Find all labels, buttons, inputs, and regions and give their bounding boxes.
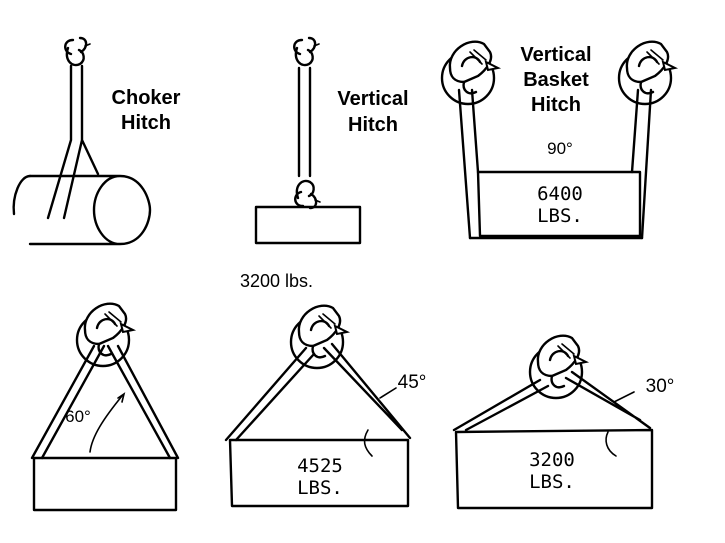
forty-five-degree-basket-diagram: 45° 4525 LBS. <box>224 304 427 508</box>
hook-icon <box>528 334 588 400</box>
fortyfive-load-line2: LBS. <box>297 477 343 499</box>
sling-right <box>630 88 653 240</box>
fortyfive-angle-label: 45° <box>398 372 427 393</box>
choker-title-line1: Choker <box>112 87 181 109</box>
choker-hitch-diagram: Choker Hitch <box>12 36 181 246</box>
thirty-load-line1: 3200 <box>529 449 575 471</box>
basket-title-line2: Basket <box>523 69 589 91</box>
hook-icon <box>440 40 500 106</box>
sling-left <box>457 88 480 240</box>
basket-angle-label: 90° <box>547 139 573 158</box>
vertical-title-line2: Hitch <box>348 114 398 136</box>
vertical-hitch-diagram: Vertical Hitch 3200 lbs. <box>240 36 409 291</box>
block-load <box>476 170 642 238</box>
hook-icon <box>289 304 349 370</box>
angle-arc <box>605 431 617 457</box>
angle-leader <box>613 391 635 403</box>
sling <box>46 64 100 220</box>
block-load <box>228 438 410 508</box>
hook-icon <box>617 40 677 106</box>
sling-left <box>30 344 106 460</box>
hook-icon <box>64 36 92 67</box>
sling-right <box>564 370 652 430</box>
angle-leader <box>379 387 397 399</box>
basket-hitch-diagram: Vertical Basket Hitch 90° 6400 LBS. <box>440 40 677 240</box>
sixty-degree-basket-diagram: 60° <box>30 302 180 512</box>
choker-title-line2: Hitch <box>121 112 171 134</box>
block-load <box>454 428 654 510</box>
thirty-load-line2: LBS. <box>529 471 575 493</box>
thirty-angle-label: 30° <box>646 376 675 397</box>
hook-icon <box>294 179 322 210</box>
sling-left <box>224 346 316 442</box>
sling-right <box>106 344 180 460</box>
block-load <box>254 205 362 245</box>
sling <box>297 66 312 178</box>
thirty-degree-basket-diagram: 30° 3200 LBS. <box>452 334 675 510</box>
sling-left <box>452 378 550 432</box>
angle-arc <box>89 395 123 453</box>
angle-arc <box>363 429 373 457</box>
basket-title-line1: Vertical <box>520 44 591 66</box>
hook-icon <box>293 36 321 67</box>
vertical-title-line1: Vertical <box>337 88 408 110</box>
block-load <box>32 456 178 512</box>
basket-load-line1: 6400 <box>537 183 583 205</box>
basket-load-line2: LBS. <box>537 205 583 227</box>
vertical-load-caption: 3200 lbs. <box>240 271 313 291</box>
cylinder-load <box>28 174 152 246</box>
basket-title-line3: Hitch <box>531 94 581 116</box>
fortyfive-load-line1: 4525 <box>297 455 343 477</box>
sixty-angle-label: 60° <box>65 407 91 426</box>
sling-right <box>322 342 412 440</box>
